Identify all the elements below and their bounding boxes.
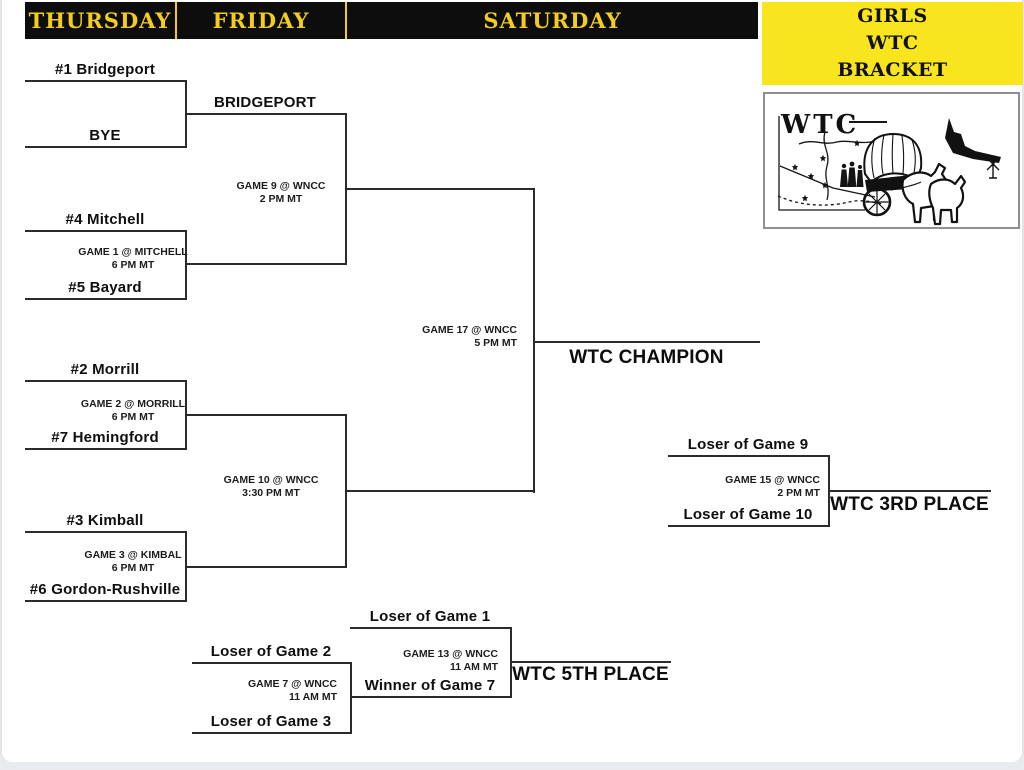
line-game1-join [185, 230, 187, 300]
team-label-seed7: #7 Hemingford [51, 429, 159, 446]
game9-note: GAME 9 @ WNCC 2 PM MT [206, 180, 356, 206]
fifth-place-label: WTC 5TH PLACE [512, 664, 669, 685]
line-game9-winner [345, 188, 535, 190]
slot-label-loser-game3: Loser of Game 3 [210, 713, 332, 730]
slot-label-winner-game7: Winner of Game 7 [364, 677, 496, 694]
line-game17-join [533, 188, 535, 493]
third-place-label: WTC 3RD PLACE [830, 494, 989, 515]
line-champion [533, 341, 760, 343]
day-column-saturday: SATURDAY [483, 8, 622, 33]
team-label-seed3: #3 Kimball [66, 512, 144, 529]
title-line-bracket: BRACKET [837, 59, 948, 81]
game-time: 11 AM MT [288, 691, 337, 703]
game-time: 11 AM MT [449, 661, 498, 673]
team-label-seed1: #1 Bridgeport [54, 61, 156, 78]
line-seed1 [25, 80, 185, 82]
line-fifth-place [510, 661, 671, 663]
game-title: GAME 13 @ WNCC [403, 648, 498, 660]
game-time: 2 PM MT [777, 487, 820, 499]
line-bayard [25, 298, 185, 300]
title-line-wtc: WTC [866, 32, 919, 54]
wtc-logo-text: WTC [780, 110, 859, 140]
line-loser-game10 [668, 525, 828, 527]
line-bridgeport-advance [185, 113, 345, 115]
game7-note: GAME 7 @ WNCC 11 AM MT [197, 678, 337, 704]
game13-note: GAME 13 @ WNCC 11 AM MT [358, 648, 498, 674]
line-bye [25, 146, 185, 148]
game-title: GAME 9 @ WNCC [236, 180, 326, 192]
team-label-seed4: #4 Mitchell [65, 211, 145, 228]
line-game10-winner [345, 490, 535, 492]
line-game3-winner [185, 566, 345, 568]
line-winner-game7 [350, 696, 510, 698]
game17-note: GAME 17 @ WNCC 5 PM MT [377, 324, 517, 350]
day-header-bar: THURSDAY FRIDAY SATURDAY [25, 2, 758, 39]
team-label-bridgeport-advance: BRIDGEPORT [213, 94, 316, 111]
line-loser-game9 [668, 455, 828, 457]
line-game1-winner [185, 263, 345, 265]
game-title: GAME 7 @ WNCC [248, 678, 337, 690]
title-line-girls: GIRLS [857, 5, 928, 27]
game-title: GAME 10 @ WNCC [223, 474, 319, 486]
line-kimball [25, 531, 185, 533]
slot-label-loser-game9: Loser of Game 9 [687, 436, 809, 453]
game-title: GAME 2 @ MORRILL [80, 398, 186, 410]
bracket-title-box: GIRLS WTC BRACKET [762, 2, 1023, 85]
chimney-rock-silhouette [945, 118, 1001, 163]
line-third-place [828, 490, 991, 492]
game-title: GAME 17 @ WNCC [422, 324, 517, 336]
game-time: 6 PM MT [111, 411, 155, 423]
game-time: 6 PM MT [111, 562, 155, 574]
line-mitchell [25, 230, 185, 232]
team-label-bye: BYE [89, 127, 121, 144]
draft-horses [901, 162, 967, 226]
game-time: 2 PM MT [259, 193, 303, 205]
team-label-seed2: #2 Morrill [70, 361, 140, 378]
line-hemingford [25, 448, 185, 450]
line-loser-game1 [350, 627, 510, 629]
game1-note: GAME 1 @ MITCHELL 6 PM MT [58, 246, 208, 272]
line-loser-game3 [192, 732, 350, 734]
line-game2-winner [185, 414, 345, 416]
line-morrill [25, 380, 185, 382]
champion-label: WTC CHAMPION [569, 347, 724, 368]
game15-note: GAME 15 @ WNCC 2 PM MT [680, 474, 820, 500]
game2-note: GAME 2 @ MORRILL 6 PM MT [58, 398, 208, 424]
game-time: 6 PM MT [111, 259, 155, 271]
day-column-friday: FRIDAY [177, 2, 347, 39]
slot-label-loser-game1: Loser of Game 1 [369, 608, 491, 625]
game-title: GAME 1 @ MITCHELL [78, 246, 188, 258]
wtc-wagon-logo-image: WTC [777, 110, 1001, 226]
game-title: GAME 15 @ WNCC [725, 474, 820, 486]
pioneer-figures [840, 161, 864, 187]
line-loser-game2 [192, 662, 350, 664]
game-title: GAME 3 @ KIMBAL [84, 549, 182, 561]
game-time: 3:30 PM MT [242, 487, 300, 499]
line-gordon-rushville [25, 600, 185, 602]
windmill-icon [986, 157, 1000, 179]
game3-note: GAME 3 @ KIMBAL 6 PM MT [58, 549, 208, 575]
line-game7-join [350, 662, 352, 734]
game-time: 5 PM MT [474, 337, 517, 349]
slot-label-loser-game10: Loser of Game 10 [683, 506, 813, 523]
slot-label-loser-game2: Loser of Game 2 [210, 643, 332, 660]
team-label-seed5: #5 Bayard [68, 279, 142, 296]
game10-note: GAME 10 @ WNCC 3:30 PM MT [196, 474, 346, 500]
wtc-logo-box: WTC [763, 92, 1020, 229]
day-column-thursday: THURSDAY [25, 2, 177, 39]
team-label-seed6: #6 Gordon-Rushville [29, 581, 181, 598]
